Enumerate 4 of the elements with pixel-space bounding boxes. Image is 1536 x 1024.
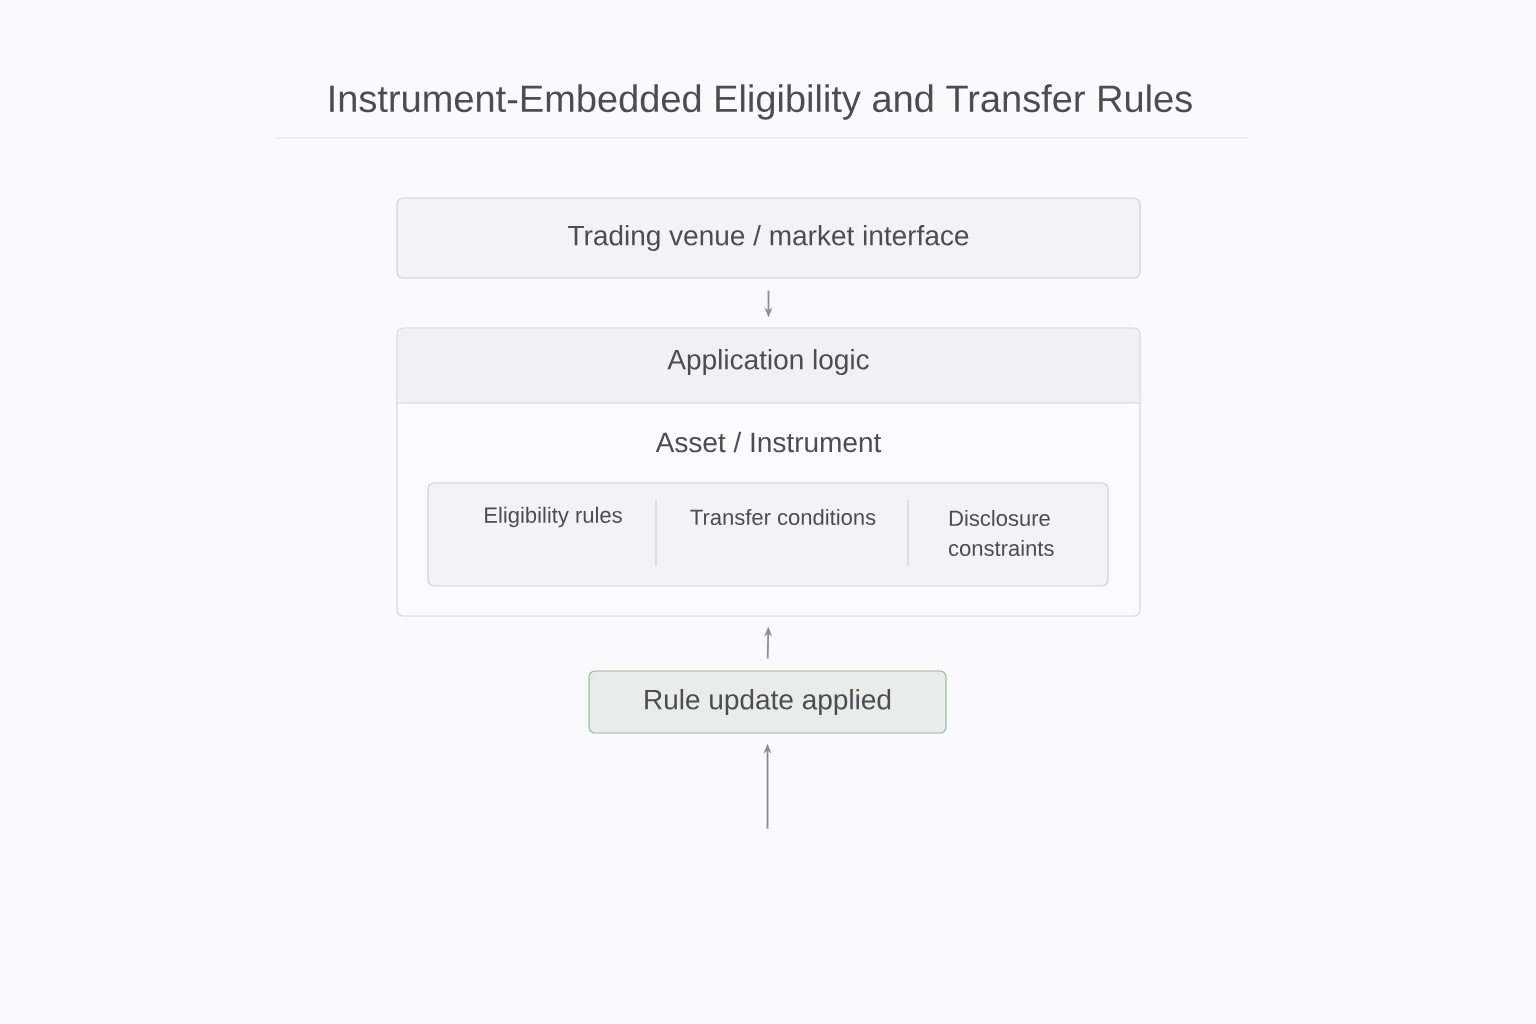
title: Instrument-Embedded Eligibility and Transfer Rules (330, 84, 1192, 120)
process-box: Rule update applied (588, 670, 947, 734)
rules-panel: Eligibility rules Transfer conditions Disclosure constraints (427, 482, 1109, 587)
process-box: Trading venue / market interface (396, 197, 1141, 279)
